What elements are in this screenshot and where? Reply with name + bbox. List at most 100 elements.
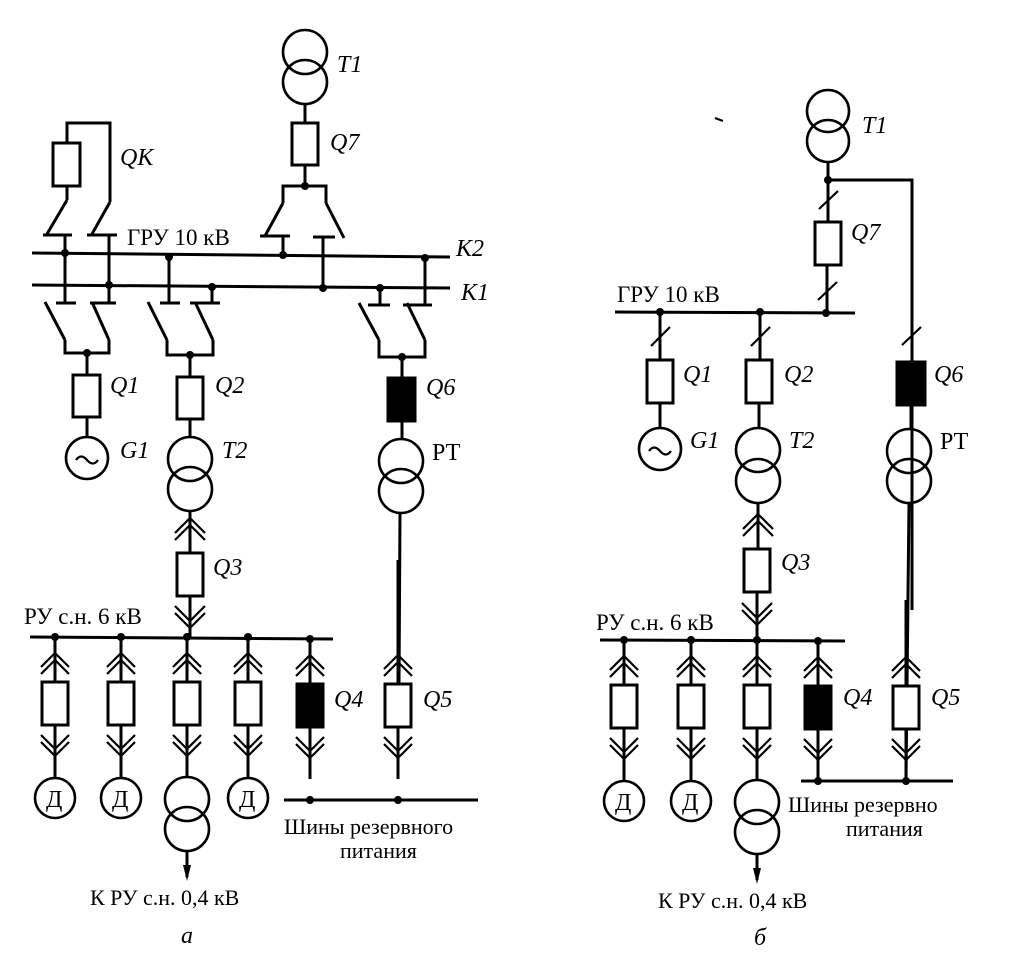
generator-g1-a: [64, 435, 110, 481]
label-q7-a: Q7: [330, 130, 360, 156]
breaker-feeder: [742, 683, 772, 730]
breaker-reserve: [295, 682, 325, 729]
breaker-q3-b: [742, 547, 772, 594]
busbar-k2-a: [31, 251, 451, 259]
label-t2-b: T2: [789, 428, 814, 454]
label-q1-a: Q1: [110, 373, 139, 399]
ac-wave-icon: [75, 455, 99, 465]
label-pt-b: РТ: [940, 429, 969, 455]
breaker-q7-a: [290, 121, 320, 167]
generator-g1-b: [637, 426, 683, 472]
breaker-q6-a: [386, 376, 417, 423]
breaker-q1-a: [71, 373, 102, 419]
label-q5-a: Q5: [423, 687, 452, 713]
caption-b: б: [754, 925, 767, 951]
aux-feeder: [383, 560, 413, 779]
label-q7-b: Q7: [851, 220, 881, 246]
label-q3-b: Q3: [781, 550, 810, 576]
label-q3-a: Q3: [213, 555, 242, 581]
label-reserve-a-1: Шины резервного: [284, 814, 453, 839]
label-q4-b: Q4: [843, 685, 872, 711]
aux-feeder: [803, 637, 833, 781]
label-q5-b: Q5: [931, 685, 960, 711]
label-g1-a: G1: [120, 438, 149, 464]
transformer-t2-a: [166, 435, 214, 483]
motor-icon: [226, 776, 270, 820]
transformer-t1-b: [805, 88, 851, 164]
label-qk-a: QK: [120, 145, 155, 171]
transformer-pt-b: [885, 427, 933, 475]
motor-icon: [669, 779, 713, 823]
label-k2-a: K2: [455, 236, 484, 262]
aux-feeder: [733, 636, 781, 884]
breaker-feeder: [891, 684, 921, 731]
busbar-main-b: [614, 310, 856, 315]
busbar-aux-6kv-a: [29, 635, 334, 641]
motor-icon: [99, 776, 143, 820]
label-pt-a: РТ: [432, 440, 461, 466]
transformer-tsn: [163, 775, 211, 823]
transformer-tsn: [733, 778, 781, 826]
label-bus-aux-b: РУ с.н. 6 кВ: [596, 610, 714, 635]
caption-a: а: [181, 923, 193, 949]
feeder-generator-a: [43, 301, 116, 481]
arrow-down-icon: [183, 865, 191, 881]
breaker-q2-a: [175, 375, 205, 421]
aux-feeder: Д: [99, 633, 143, 820]
arrow-down-icon: [753, 868, 761, 884]
label-reserve-a-2: питания: [340, 838, 417, 863]
transformer-t2-b: [734, 426, 782, 474]
label-q4-a: Q4: [334, 687, 363, 713]
ac-wave-icon: [648, 446, 672, 456]
feeder-reserve-transformer-a: [357, 284, 432, 686]
aux-feeder: [891, 600, 921, 781]
label-to-lv-a: К РУ с.н. 0,4 кВ: [90, 885, 239, 910]
label-t1-a: T1: [337, 52, 362, 78]
label-q6-b: Q6: [934, 362, 963, 388]
label-k1-a: K1: [460, 280, 489, 306]
label-q1-b: Q1: [683, 362, 712, 388]
bus-coupler-qk-a: [43, 121, 117, 303]
aux-feeder: Д: [226, 633, 270, 820]
label-g1-b: G1: [690, 428, 719, 454]
label-t1-b: T1: [862, 113, 887, 139]
motor-icon: [33, 776, 77, 820]
transformer-t1-a: [281, 28, 329, 106]
breaker-reserve: [803, 684, 833, 731]
label-bus-main-a: ГРУ 10 кВ: [127, 225, 230, 250]
breaker-feeder: [676, 683, 706, 730]
aux-feeder: [295, 635, 325, 779]
label-q6-a: Q6: [426, 375, 455, 401]
aux-feeder: Д: [669, 636, 713, 823]
label-bus-aux-a: РУ с.н. 6 кВ: [24, 604, 142, 629]
breaker-q6-b: [895, 360, 927, 407]
panel-b: T1 Q7 ГРУ 10 кВ Q1 G1: [596, 88, 969, 951]
motor-label: Д: [112, 787, 128, 813]
breaker-feeder: [233, 680, 263, 727]
label-q2-a: Q2: [215, 373, 244, 399]
motor-icon: [602, 779, 646, 823]
panel-a: T1 Q7 QK: [24, 28, 489, 949]
label-t2-a: T2: [222, 438, 247, 464]
breaker-q3-a: [175, 551, 205, 598]
breaker-feeder: [172, 680, 202, 727]
motor-label: Д: [46, 787, 62, 813]
label-reserve-b-2: питания: [846, 816, 923, 841]
transformer-pt-a: [377, 437, 425, 485]
breaker-feeder: [609, 683, 639, 730]
label-reserve-b-1: Шины резервно: [788, 792, 938, 817]
aux-feeder: Д: [602, 636, 646, 823]
breaker-q2-b: [744, 358, 774, 405]
aux-feeder: [163, 633, 211, 881]
aux-feeder: Д: [33, 633, 77, 820]
busbar-k1-a: [31, 283, 451, 290]
label-to-lv-b: К РУ с.н. 0,4 кВ: [658, 888, 807, 913]
breaker-q7-b: [813, 220, 843, 267]
motor-label: Д: [615, 790, 631, 816]
breaker-feeder: [40, 680, 70, 727]
breaker-q1-b: [645, 358, 675, 405]
